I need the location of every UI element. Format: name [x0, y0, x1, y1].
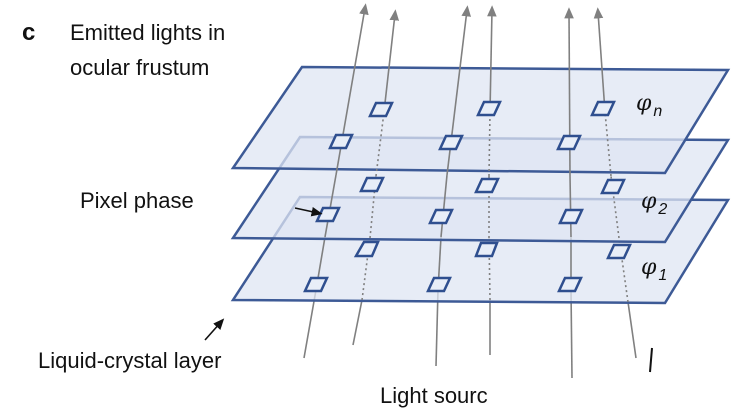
plane-n-pixels — [328, 100, 616, 151]
fade-overlay — [515, 378, 742, 414]
emitted-lights-label-line1: Emitted lights in — [70, 20, 225, 45]
ray-5-lower — [570, 289, 573, 379]
light-source-mark — [649, 347, 653, 373]
pixel-phase-arrow — [294, 206, 323, 217]
plane-phi-n — [230, 65, 731, 175]
plane-2-rays — [324, 174, 620, 239]
light-source-label: Light sourc — [380, 383, 488, 408]
panel-label: c — [22, 19, 35, 46]
ray-2-lower — [352, 299, 363, 346]
plane-2-pixels — [315, 176, 626, 225]
pixel-phase-label: Pixel phase — [80, 188, 194, 213]
liquid-crystal-layer-label: Liquid-crystal layer — [38, 348, 221, 373]
ray-6-lower — [627, 301, 637, 359]
liquid-crystal-arrow — [204, 318, 225, 341]
emitted-lights-label-line2: ocular frustum — [70, 55, 209, 80]
plane-1-pixels — [303, 240, 632, 293]
